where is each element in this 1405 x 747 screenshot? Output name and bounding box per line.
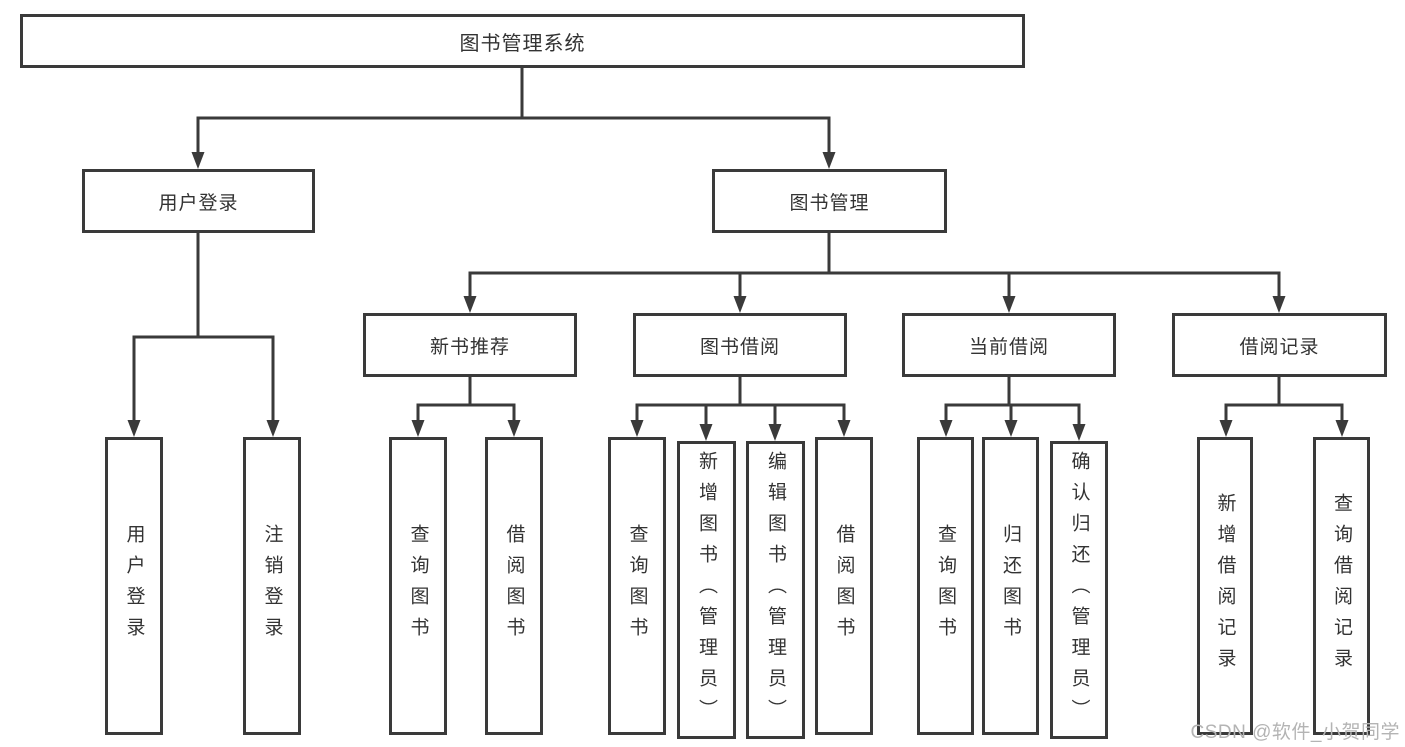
arrow-down-icon <box>411 420 425 437</box>
connector-root <box>191 66 836 169</box>
leaf-borrowing-query-book: 查询图书 <box>608 437 666 735</box>
node-book-borrowing: 图书借阅 <box>633 313 847 377</box>
arrow-down-icon <box>127 420 141 437</box>
arrow-down-icon <box>837 420 851 437</box>
arrow-down-icon <box>507 420 521 437</box>
arrow-down-icon <box>630 420 644 437</box>
connector-new-book-recommendation <box>411 375 521 437</box>
node-root: 图书管理系统 <box>20 14 1025 68</box>
leaf-current-query-book: 查询图书 <box>917 437 974 735</box>
leaf-borrowing-add-book-admin: 新增图书（管理员） <box>677 441 736 739</box>
arrow-down-icon <box>1072 424 1086 441</box>
leaf-label: 用户登录 <box>123 524 145 648</box>
node-book-management: 图书管理 <box>712 169 947 233</box>
leaf-borrowing-edit-book-admin: 编辑图书（管理员） <box>746 441 805 739</box>
leaf-records-add-borrow-record: 新增借阅记录 <box>1197 437 1253 735</box>
node-borrowing-records: 借阅记录 <box>1172 313 1387 377</box>
arrow-down-icon <box>822 152 836 169</box>
arrow-down-icon <box>1335 420 1349 437</box>
arrow-down-icon <box>768 424 782 441</box>
arrow-down-icon <box>699 424 713 441</box>
connector-current-borrowing <box>939 375 1086 441</box>
connector-user-login <box>127 231 280 437</box>
leaf-label: 注销登录 <box>261 524 283 648</box>
connector-borrowing-records <box>1219 375 1349 437</box>
leaf-login-logout: 注销登录 <box>243 437 301 735</box>
leaf-label: 借阅图书 <box>503 524 525 648</box>
arrow-down-icon <box>1004 420 1018 437</box>
leaf-label: 新增图书（管理员） <box>696 450 717 730</box>
arrow-down-icon <box>1002 296 1016 313</box>
arrow-down-icon <box>191 152 205 169</box>
leaf-label: 编辑图书（管理员） <box>765 450 786 730</box>
arrow-down-icon <box>1272 296 1286 313</box>
leaf-recommend-query-book: 查询图书 <box>389 437 447 735</box>
leaf-login-user-login: 用户登录 <box>105 437 163 735</box>
arrow-down-icon <box>733 296 747 313</box>
connector-book-borrowing <box>630 375 851 441</box>
arrow-down-icon <box>939 420 953 437</box>
leaf-label: 借阅图书 <box>833 524 855 648</box>
leaf-label: 归还图书 <box>1000 524 1021 648</box>
leaf-label: 确认归还（管理员） <box>1068 450 1090 730</box>
connector-book-management <box>463 231 1286 313</box>
leaf-label: 查询图书 <box>407 524 429 648</box>
leaf-label: 查询图书 <box>935 524 956 648</box>
arrow-down-icon <box>266 420 280 437</box>
leaf-label: 新增借阅记录 <box>1214 493 1236 679</box>
node-current-borrowing: 当前借阅 <box>902 313 1116 377</box>
arrow-down-icon <box>1219 420 1233 437</box>
node-user-login: 用户登录 <box>82 169 315 233</box>
watermark: CSDN @软件_小贺同学 <box>1190 722 1400 743</box>
node-new-book-recommendation: 新书推荐 <box>363 313 577 377</box>
leaf-label: 查询借阅记录 <box>1331 493 1352 679</box>
leaf-current-confirm-return-admin: 确认归还（管理员） <box>1050 441 1108 739</box>
leaf-records-query-borrow-record: 查询借阅记录 <box>1313 437 1370 735</box>
leaf-current-return-book: 归还图书 <box>982 437 1039 735</box>
arrow-down-icon <box>463 296 477 313</box>
leaf-borrowing-borrow-book: 借阅图书 <box>815 437 873 735</box>
leaf-label: 查询图书 <box>626 524 648 648</box>
leaf-recommend-borrow-book: 借阅图书 <box>485 437 543 735</box>
